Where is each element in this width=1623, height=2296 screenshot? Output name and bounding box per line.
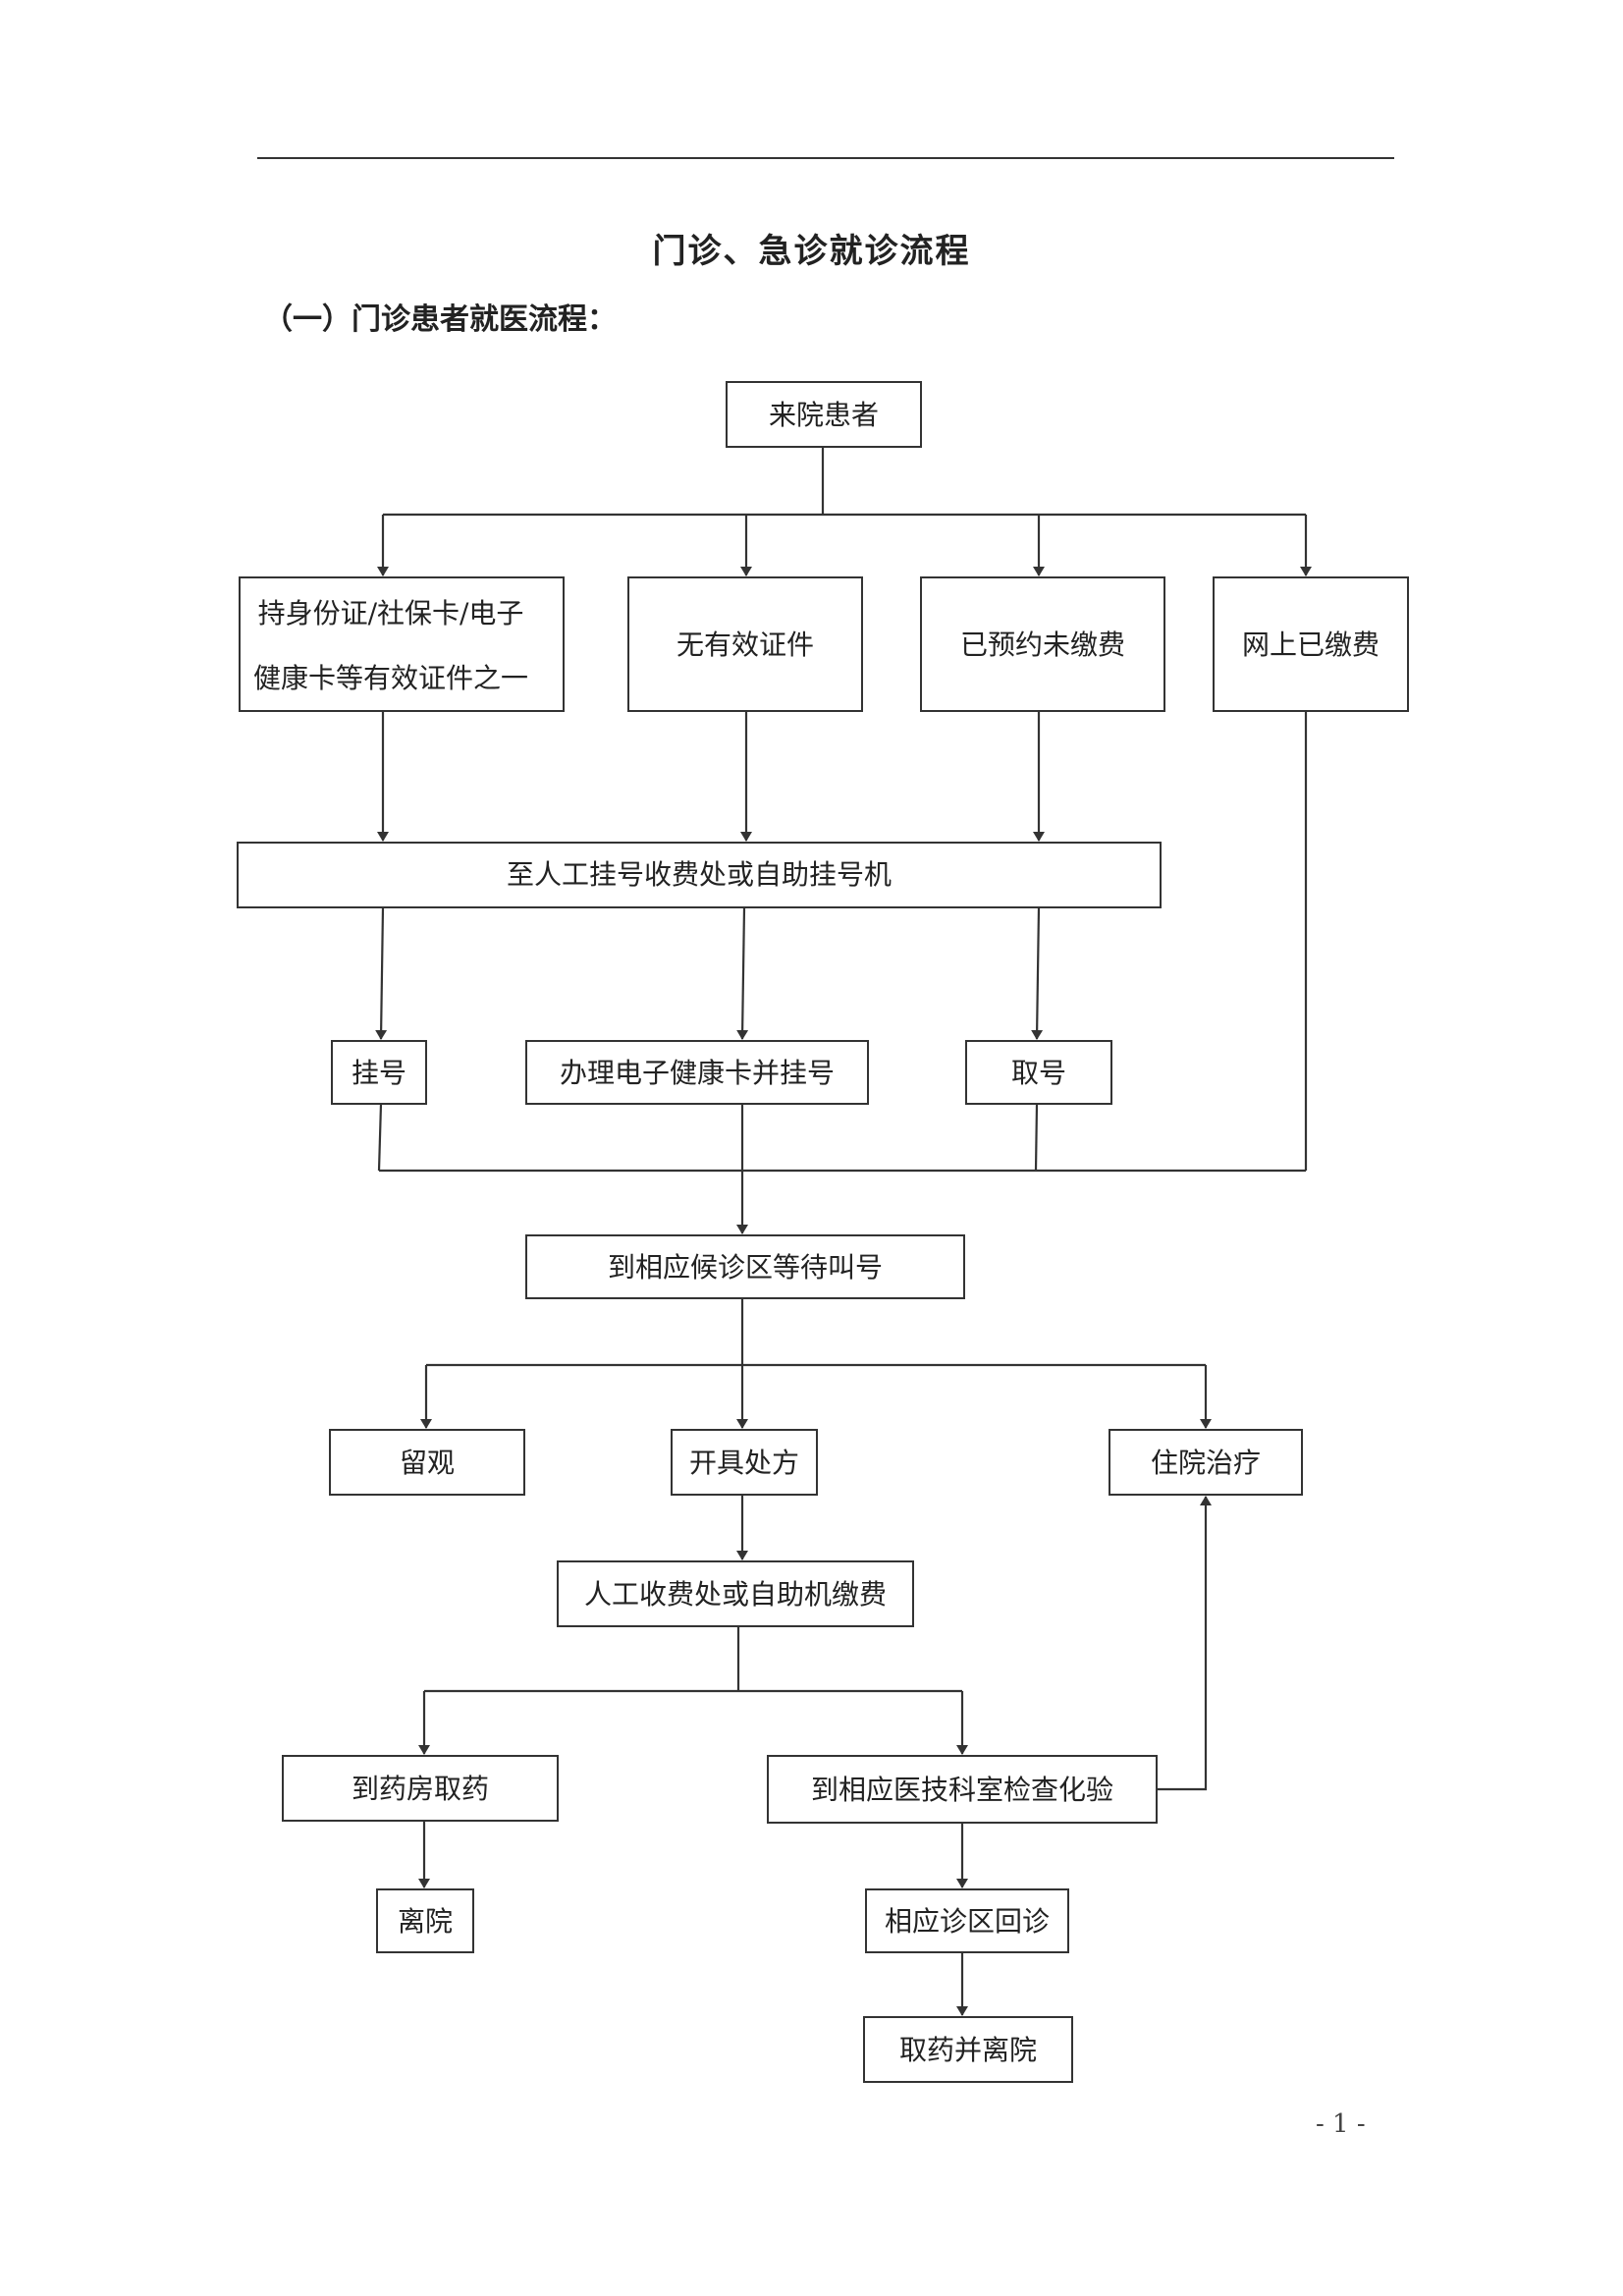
flowchart-nodes: 来院患者 持身份证/社保卡/电子 健康卡等有效证件之一 无有效证件 已预约未缴费… xyxy=(237,381,1409,2083)
header-rule xyxy=(257,157,1394,159)
node-pick-number-label: 取号 xyxy=(1011,1057,1066,1089)
node-hospitalization-label: 住院治疗 xyxy=(1151,1447,1261,1479)
page-number: - 1 - xyxy=(1316,2109,1366,2139)
section-heading: （一）门诊患者就医流程： xyxy=(263,302,617,337)
node-booked-unpaid: 已预约未缴费 xyxy=(920,576,1165,712)
node-payment-label: 人工收费处或自助机缴费 xyxy=(584,1578,887,1611)
node-register-label: 挂号 xyxy=(352,1057,406,1089)
node-payment: 人工收费处或自助机缴费 xyxy=(557,1560,914,1627)
node-no-id: 无有效证件 xyxy=(627,576,863,712)
node-hospitalization: 住院治疗 xyxy=(1109,1429,1303,1496)
flowchart-edges xyxy=(375,447,1312,2016)
edge-desk-to-ecard xyxy=(736,906,749,1040)
node-ecard-register: 办理电子健康卡并挂号 xyxy=(525,1040,869,1105)
node-prescription-label: 开具处方 xyxy=(689,1447,799,1479)
node-observation: 留观 xyxy=(329,1429,525,1496)
node-pickup-leave: 取药并离院 xyxy=(863,2016,1073,2083)
node-no-id-label: 无有效证件 xyxy=(676,629,814,661)
node-with-id-line-2: 健康卡等有效证件之一 xyxy=(253,662,528,694)
node-registration-desk-label: 至人工挂号收费处或自助挂号机 xyxy=(507,858,892,891)
edge-pick-number-down xyxy=(1034,1103,1039,1172)
edge-tests-to-hospitalization xyxy=(1157,1496,1212,1791)
node-arrival-label: 来院患者 xyxy=(769,399,879,431)
node-pharmacy: 到药房取药 xyxy=(282,1755,559,1822)
node-medical-tests-label: 到相应医技科室检查化验 xyxy=(811,1774,1113,1806)
node-pickup-leave-label: 取药并离院 xyxy=(899,2034,1037,2066)
node-pharmacy-label: 到药房取药 xyxy=(352,1773,489,1805)
edge-desk-to-register xyxy=(375,906,388,1040)
node-pick-number: 取号 xyxy=(965,1040,1112,1105)
node-return-visit: 相应诊区回诊 xyxy=(865,1888,1069,1953)
node-ecard-register-label: 办理电子健康卡并挂号 xyxy=(560,1057,835,1089)
document-title: 门诊、急诊就诊流程 xyxy=(652,232,971,271)
node-wait-area-label: 到相应候诊区等待叫号 xyxy=(608,1251,883,1284)
node-return-visit-label: 相应诊区回诊 xyxy=(885,1905,1050,1938)
node-register: 挂号 xyxy=(331,1040,427,1105)
node-arrival: 来院患者 xyxy=(726,381,922,448)
edge-register-down xyxy=(377,1103,383,1172)
node-booked-unpaid-label: 已预约未缴费 xyxy=(960,629,1125,661)
node-observation-label: 留观 xyxy=(400,1447,455,1479)
node-paid-online-label: 网上已缴费 xyxy=(1242,629,1380,661)
node-with-id: 持身份证/社保卡/电子 健康卡等有效证件之一 xyxy=(239,576,565,712)
node-leave-label: 离院 xyxy=(398,1905,453,1938)
node-wait-area: 到相应候诊区等待叫号 xyxy=(525,1234,965,1299)
node-medical-tests: 到相应医技科室检查化验 xyxy=(767,1755,1158,1824)
edge-desk-to-pick-number xyxy=(1031,906,1044,1040)
node-paid-online: 网上已缴费 xyxy=(1213,576,1409,712)
node-registration-desk: 至人工挂号收费处或自助挂号机 xyxy=(237,842,1162,908)
node-leave: 离院 xyxy=(376,1888,474,1953)
node-prescription: 开具处方 xyxy=(671,1429,818,1496)
node-with-id-line-1: 持身份证/社保卡/电子 xyxy=(258,597,524,629)
